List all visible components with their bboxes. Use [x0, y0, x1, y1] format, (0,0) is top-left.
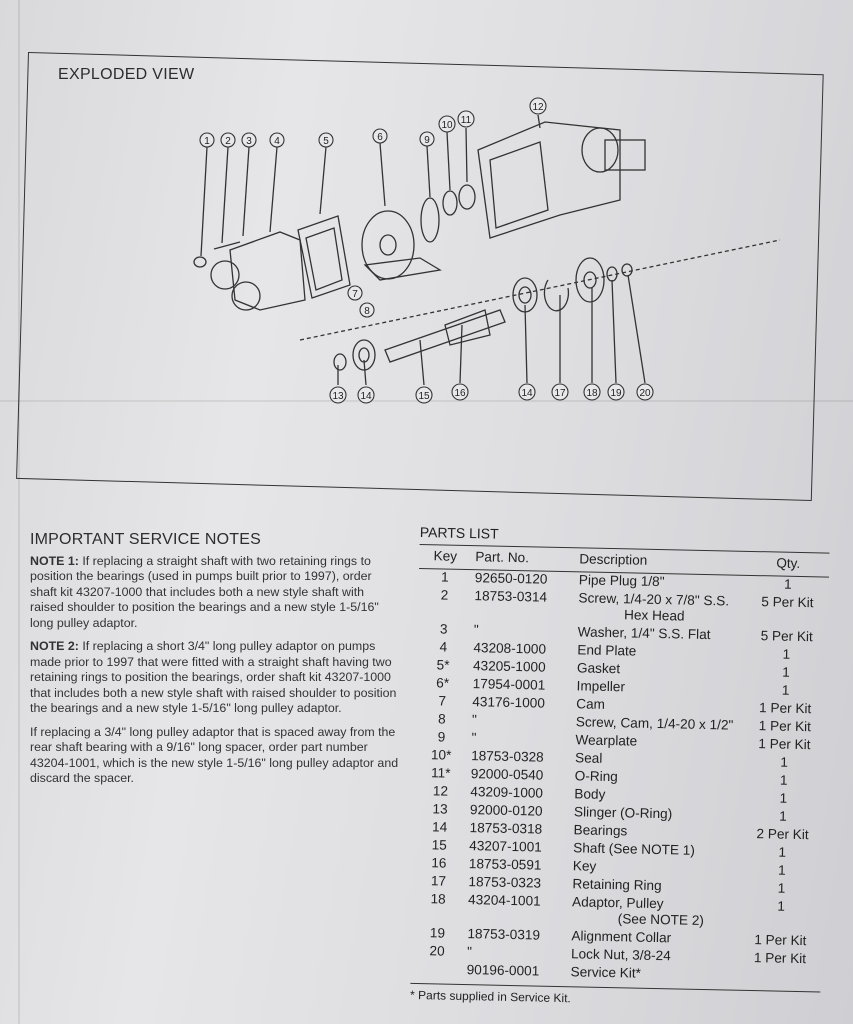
cell-qty: 5 Per Kit — [760, 628, 813, 645]
svg-text:10: 10 — [441, 120, 453, 131]
cell-qty: 1 — [779, 808, 787, 824]
cell-key: 11* — [430, 765, 451, 781]
svg-text:9: 9 — [424, 135, 430, 146]
cell-key: 18 — [430, 891, 446, 907]
cell-part: " — [466, 944, 473, 960]
cell-key: 20 — [429, 943, 445, 959]
cell-part: 43208-1000 — [473, 640, 547, 657]
exploded-view-diagram: 1 2 3 4 5 6 7 8 9 10 11 12 13 14 15 16 1… — [193, 97, 781, 404]
svg-text:7: 7 — [352, 289, 358, 300]
cell-qty: 1 Per Kit — [758, 736, 811, 753]
cell-part: " — [473, 622, 479, 638]
svg-text:14: 14 — [360, 391, 372, 402]
note-2: NOTE 2: If replacing a short 3/4" long p… — [30, 639, 397, 715]
svg-text:5: 5 — [323, 136, 329, 147]
svg-text:19: 19 — [610, 388, 622, 399]
cell-qty: 2 Per Kit — [756, 826, 809, 843]
cell-part: 43205-1000 — [472, 658, 546, 675]
cell-qty: 1 — [783, 576, 792, 592]
service-notes-title: IMPORTANT SERVICE NOTES — [30, 531, 262, 548]
cell-key: 4 — [439, 639, 448, 655]
cell-part: 90196-0001 — [466, 962, 540, 979]
cell-part: 18753-0319 — [467, 926, 541, 943]
cell-qty: 1 Per Kit — [754, 932, 807, 949]
cell-part: " — [471, 712, 477, 728]
cell-part: 18753-0314 — [474, 588, 548, 605]
header-qty: Qty. — [776, 555, 801, 571]
cell-key: 10* — [430, 747, 452, 763]
cell-qty: 1 — [779, 790, 788, 806]
cell-key: 2 — [440, 587, 449, 603]
svg-text:2: 2 — [225, 136, 231, 147]
cell-part: 17954-0001 — [472, 676, 546, 693]
cell-key: 9 — [437, 729, 446, 745]
note-3: If replacing a 3/4" long pulley adaptor … — [30, 724, 399, 786]
svg-text:12: 12 — [532, 102, 544, 113]
svg-text:1: 1 — [204, 136, 210, 147]
svg-text:17: 17 — [554, 388, 566, 399]
cell-key: 16 — [431, 855, 447, 871]
svg-text:13: 13 — [332, 391, 344, 402]
svg-text:18: 18 — [586, 388, 598, 399]
cell-key: 1 — [440, 569, 449, 585]
cell-qty: 1 — [777, 898, 786, 914]
service-notes: IMPORTANT SERVICE NOTES NOTE 1: If repla… — [30, 532, 400, 795]
cell-key: 8 — [437, 711, 446, 727]
cell-key: 19 — [429, 925, 446, 941]
cell-qty: 1 — [780, 754, 789, 770]
note-1: NOTE 1: If replacing a straight shaft wi… — [30, 553, 379, 630]
callout-markers: 1 2 3 4 5 6 7 8 9 10 11 12 13 14 15 16 1… — [199, 97, 654, 404]
cell-key: 12 — [432, 783, 449, 799]
cell-key: 7 — [438, 693, 447, 709]
cell-part: 43209-1000 — [470, 784, 544, 801]
parts-list: PARTS LIST Key Part. No. Description Qty… — [410, 524, 830, 1010]
svg-text:8: 8 — [364, 306, 370, 317]
cell-qty: 1 Per Kit — [753, 950, 807, 967]
cell-key: 15 — [431, 837, 448, 853]
cell-part: 18753-0328 — [471, 748, 544, 765]
header-key: Key — [433, 548, 458, 564]
cell-part: 43176-1000 — [472, 694, 546, 711]
cell-qty: 1 Per Kit — [758, 718, 812, 735]
cell-part: 18753-0323 — [468, 874, 542, 891]
cell-qty: 1 — [782, 664, 790, 680]
cell-part: 18753-0318 — [469, 820, 543, 837]
cell-qty: 1 — [777, 880, 786, 896]
cell-part: 43204-1001 — [467, 892, 541, 909]
cell-qty: 5 Per Kit — [761, 594, 814, 611]
svg-text:6: 6 — [377, 132, 383, 143]
cell-part: 92000-0540 — [470, 766, 544, 783]
cell-key — [419, 961, 455, 962]
svg-text:11: 11 — [461, 115, 472, 126]
exploded-view-title: EXPLODED VIEW — [58, 66, 195, 83]
svg-text:16: 16 — [454, 388, 466, 399]
cell-key: 13 — [432, 801, 448, 817]
cell-qty: 1 — [778, 844, 787, 860]
cell-key: 6* — [436, 675, 450, 691]
cell-key: 5* — [436, 657, 450, 673]
svg-text:4: 4 — [274, 136, 280, 147]
cell-part: 43207-1001 — [469, 838, 542, 855]
paper-fold — [18, 0, 20, 1024]
cell-qty: 1 — [781, 682, 790, 698]
cell-key: 3 — [439, 621, 448, 637]
svg-text:14: 14 — [521, 388, 533, 399]
cell-key: 14 — [431, 819, 448, 835]
cell-qty: 1 Per Kit — [758, 700, 812, 717]
svg-text:3: 3 — [246, 136, 252, 147]
cell-qty: 1 — [782, 646, 791, 662]
svg-text:20: 20 — [639, 388, 651, 399]
svg-text:15: 15 — [418, 391, 430, 402]
cell-qty: 1 — [777, 862, 786, 878]
header-part: Part. No. — [475, 549, 530, 566]
cell-qty: 1 — [779, 772, 788, 788]
cell-part: " — [471, 730, 477, 746]
cell-part: 18753-0591 — [468, 856, 542, 873]
parts-footnote: * Parts supplied in Service Kit. — [409, 987, 571, 1006]
cell-desc: Service Kit* — [570, 964, 642, 981]
cell-part: 92650-0120 — [474, 570, 548, 587]
cell-key: 17 — [430, 873, 447, 889]
cell-part: 92000-0120 — [469, 802, 543, 819]
